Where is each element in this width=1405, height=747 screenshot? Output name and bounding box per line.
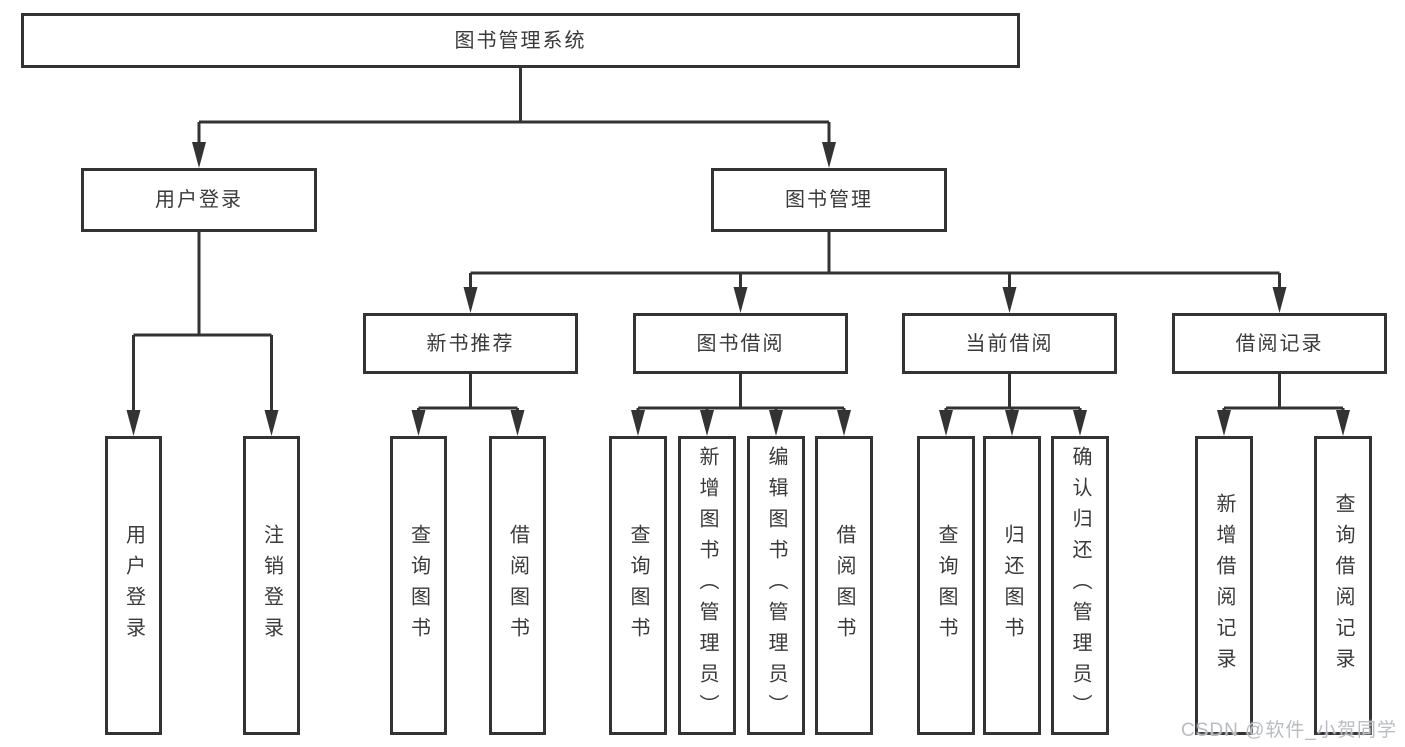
arrowhead <box>939 410 953 436</box>
arrowhead <box>264 410 279 436</box>
node-query-borrow-record: 查询借阅记录 <box>1314 436 1372 735</box>
connector-borrowing-records-children <box>1217 374 1350 436</box>
connector-root-to-level2 <box>192 68 836 168</box>
connector-current-borrowing-children <box>939 374 1087 436</box>
connector-new-book-recommendation-children <box>411 374 525 436</box>
node-logout: 注销登录 <box>243 436 300 735</box>
connector-book-management-children <box>463 232 1287 313</box>
node-current-borrowing: 当前借阅 <box>902 313 1117 374</box>
node-query-books-borrow: 查询图书 <box>609 436 667 735</box>
node-borrow-books: 借阅图书 <box>815 436 873 735</box>
arrowhead <box>1073 410 1087 436</box>
arrowhead <box>192 142 206 168</box>
node-new-book-recommendation: 新书推荐 <box>363 313 578 374</box>
node-book-borrowing: 图书借阅 <box>633 313 848 374</box>
arrowhead <box>733 287 748 313</box>
csdn-watermark: CSDN @软件_小贺同学 <box>1181 720 1397 741</box>
node-edit-books-admin: 编辑图书（管理员） <box>747 436 805 735</box>
node-user-login: 用户登录 <box>81 168 317 232</box>
arrowhead <box>822 142 836 168</box>
node-query-books-current: 查询图书 <box>917 436 975 735</box>
arrowhead <box>631 410 645 436</box>
node-user-login-leaf: 用户登录 <box>105 436 162 735</box>
arrowhead <box>1272 287 1287 313</box>
node-library-management-system: 图书管理系统 <box>21 13 1020 68</box>
node-return-books: 归还图书 <box>983 436 1041 735</box>
connector-book-borrowing-children <box>631 374 851 436</box>
node-confirm-return-admin: 确认归还（管理员） <box>1051 436 1109 735</box>
node-query-books-recommend: 查询图书 <box>390 436 447 735</box>
node-add-borrow-record: 新增借阅记录 <box>1195 436 1253 735</box>
node-borrow-books-recommend: 借阅图书 <box>489 436 546 735</box>
arrowhead <box>769 410 783 436</box>
arrowhead <box>1217 410 1231 436</box>
arrowhead <box>1005 410 1019 436</box>
connector-user-login-children <box>126 232 279 436</box>
arrowhead <box>1336 410 1350 436</box>
node-book-management: 图书管理 <box>711 168 947 232</box>
node-add-books-admin: 新增图书（管理员） <box>678 436 736 735</box>
arrowhead <box>463 287 478 313</box>
arrowhead <box>411 410 426 436</box>
arrowhead <box>510 410 525 436</box>
arrowhead <box>837 410 851 436</box>
node-borrowing-records: 借阅记录 <box>1172 313 1387 374</box>
arrowhead <box>126 410 141 436</box>
arrowhead <box>1002 287 1017 313</box>
arrowhead <box>700 410 714 436</box>
